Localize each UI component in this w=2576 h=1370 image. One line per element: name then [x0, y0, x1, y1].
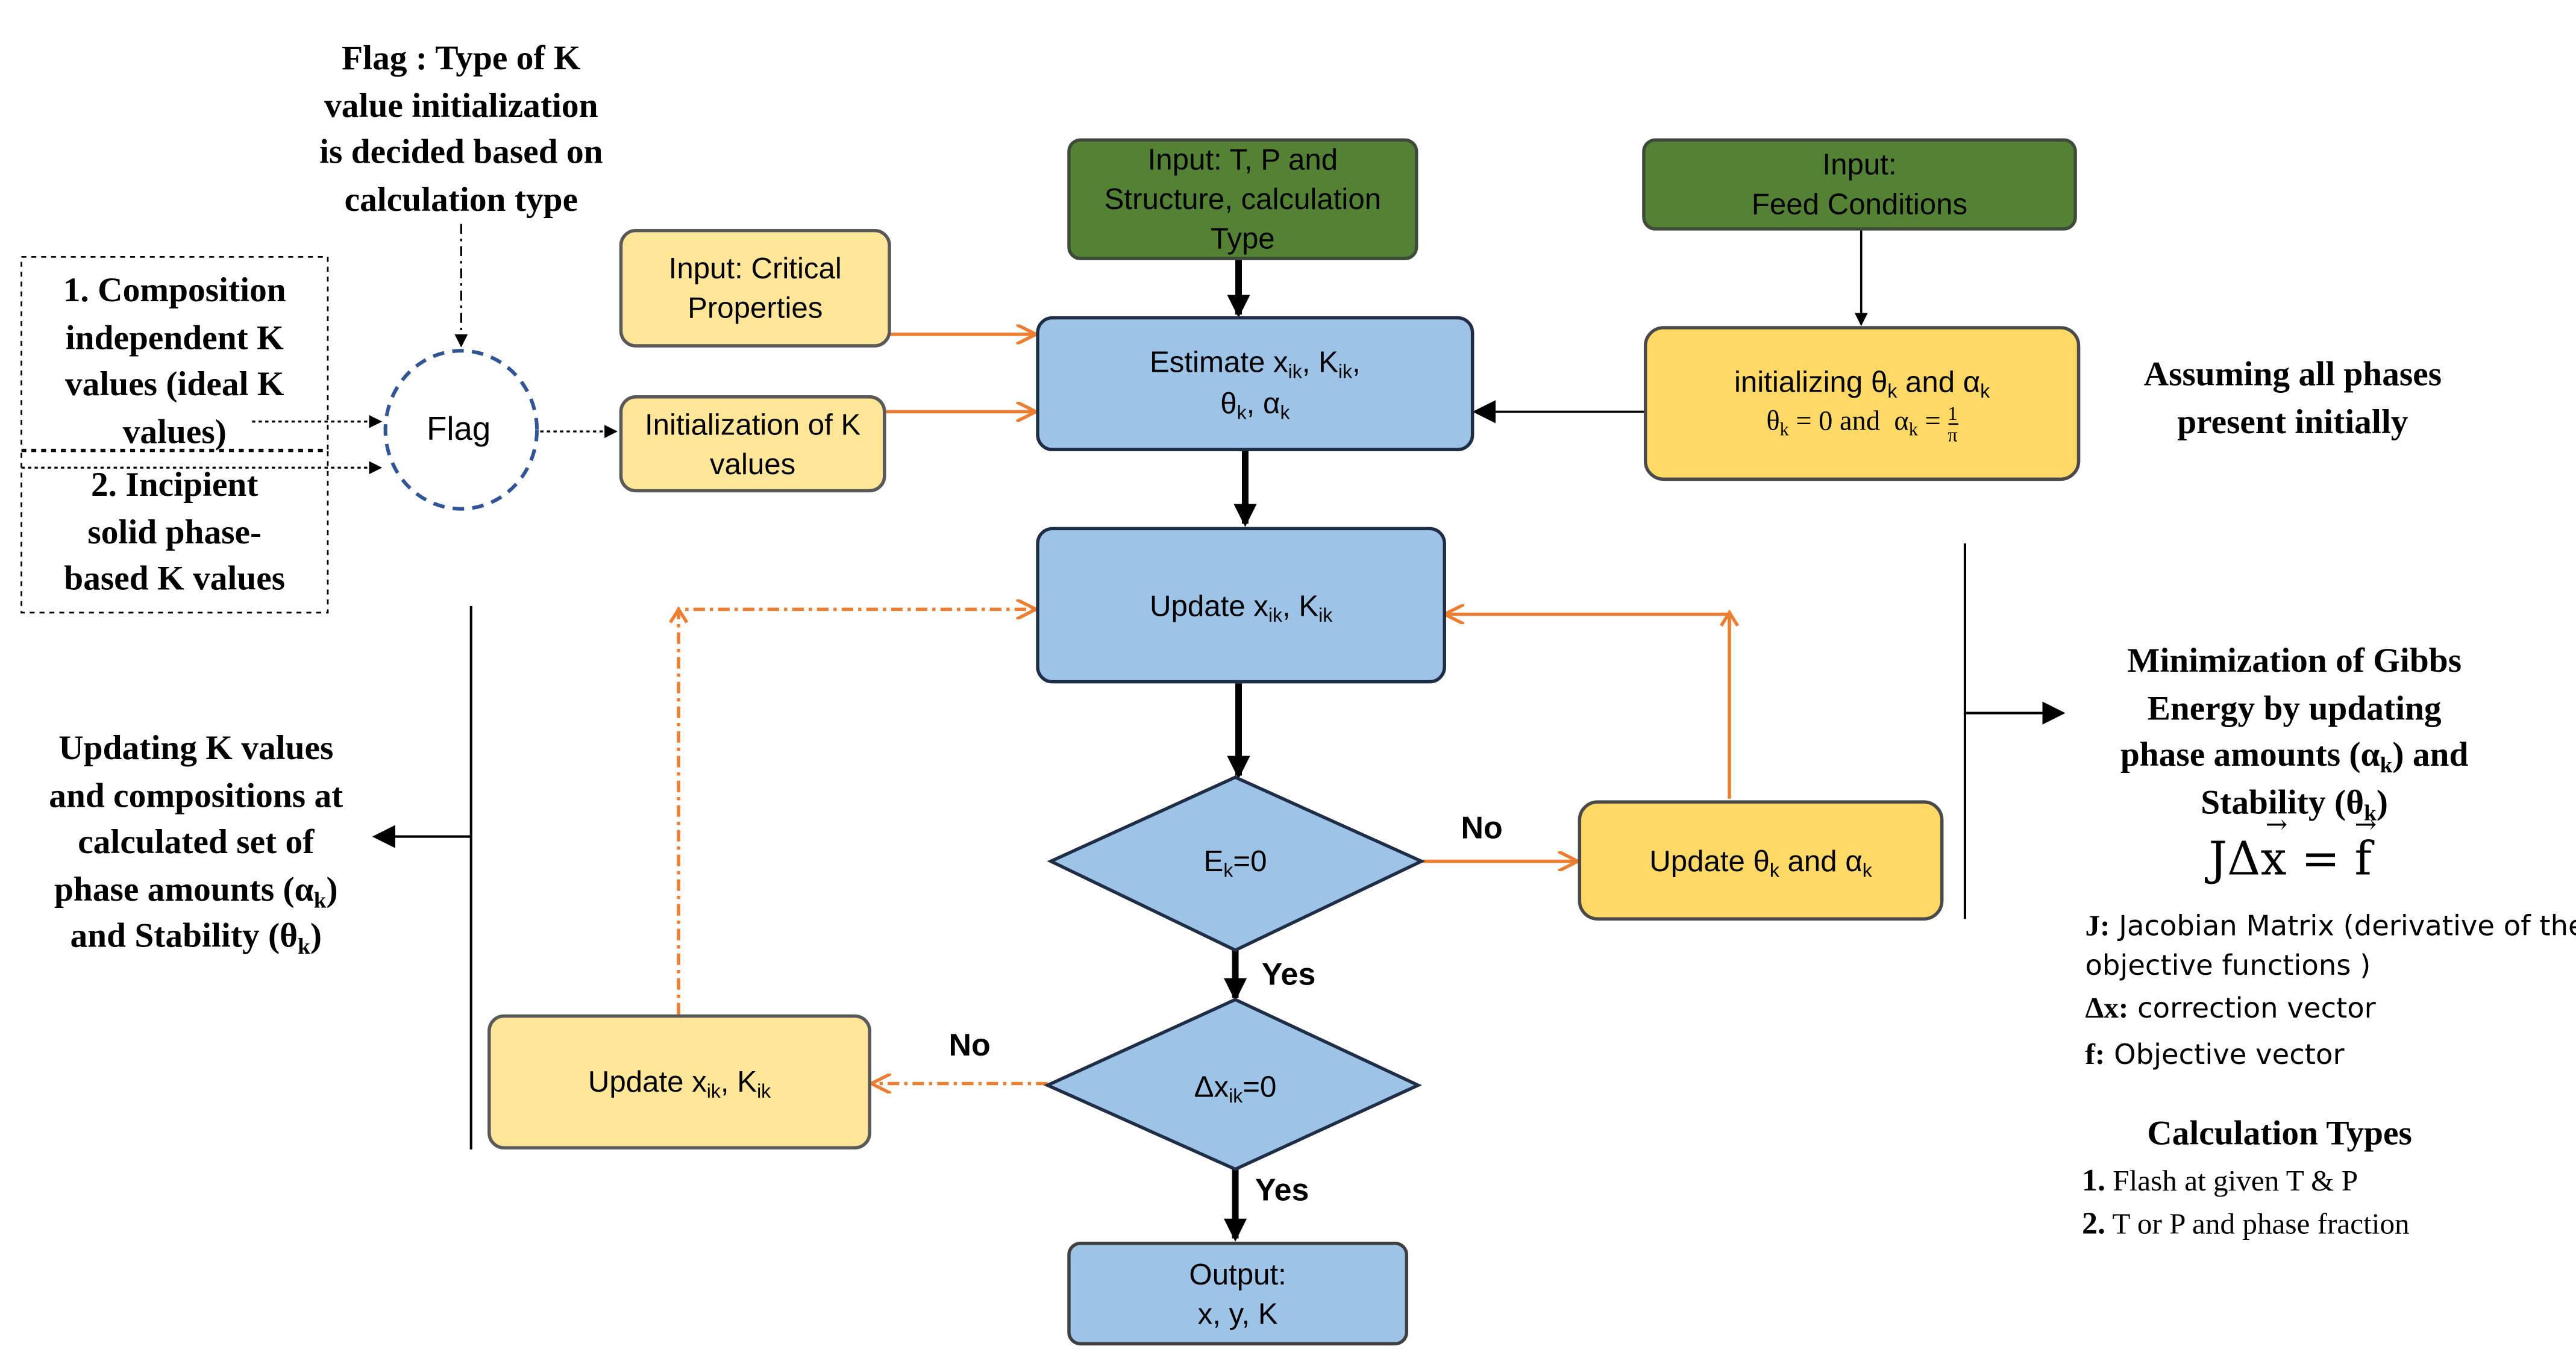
theta-feedback-arrow — [1446, 615, 1731, 799]
option-1-line: values) — [122, 410, 227, 451]
calculation-type-item: 2. T or P and phase fraction — [2082, 1207, 2410, 1243]
flag-note-line: is decided based on — [319, 131, 603, 172]
assuming-line: present initially — [2177, 401, 2408, 441]
minimization-line: Energy by updating — [2147, 687, 2442, 727]
legend-f-text: Objective vector — [2114, 1039, 2345, 1072]
calculation-types-title: Calculation Types — [2147, 1113, 2412, 1153]
legend-f-key: f: — [2085, 1037, 2105, 1071]
estimate-box: Estimate xik, Kik, θk, αk — [1036, 316, 1474, 451]
ek-yes-label: Yes — [1261, 958, 1316, 993]
update-left-text: Update xik, Kik — [588, 1065, 771, 1103]
legend-dx: Δx: correction vector — [2085, 992, 2375, 1026]
dx-decision-diamond — [1043, 998, 1422, 1171]
option-1-line: 1. Composition — [63, 270, 286, 310]
input-critical-box: Input: Critical Properties — [619, 228, 891, 348]
updating-k-line: and Stability (θk) — [70, 915, 322, 959]
option-1-text: 1. Composition independent K values (ide… — [23, 267, 326, 455]
flag-note-line: value initialization — [324, 84, 598, 125]
output-body: x, y, K — [1197, 1296, 1278, 1330]
calculation-type-num: 1. — [2082, 1164, 2105, 1199]
init-k-text: Initialization of K values — [644, 407, 861, 480]
dx-decision-label: Δxik=0 — [1153, 1062, 1317, 1112]
option-1-box — [20, 256, 329, 451]
minimization-note: Minimization of Gibbs Energy by updating… — [2079, 637, 2510, 825]
init-k-box: Initialization of K values — [619, 395, 886, 493]
legend-j2: objective functions ) — [2085, 950, 2371, 983]
estimate-prefix: Estimate — [1149, 346, 1274, 379]
calculation-type-item: 1. Flash at given T & P — [2082, 1165, 2358, 1201]
left-feedback-arrow — [677, 609, 1034, 1015]
dx-decision-text: Δxik=0 — [1194, 1070, 1277, 1108]
legend-j-text: Jacobian Matrix (derivative of the — [2119, 910, 2576, 944]
legend-dx-key: Δx: — [2085, 991, 2129, 1025]
legend-j-text2: objective functions ) — [2085, 950, 2371, 983]
minimization-line: phase amounts (αk) and — [2120, 734, 2469, 778]
updating-k-line: calculated set of — [78, 821, 315, 862]
flag-note: Flag : Type of K value initialization is… — [280, 34, 642, 222]
output-box: Output: x, y, K — [1067, 1241, 1409, 1346]
input-critical-text: Input: Critical Properties — [668, 252, 842, 325]
update-theta-text: Update θk and αk — [1649, 843, 1872, 881]
input-tp-box: Input: T, P and Structure, calculation T… — [1067, 138, 1418, 260]
update-left-box: Update xik, Kik — [487, 1014, 871, 1149]
dx-no-label: No — [948, 1029, 991, 1064]
option-2-box — [20, 450, 329, 614]
output-title: Output: — [1189, 1257, 1286, 1290]
equation: JΔx→ = f→ — [2208, 809, 2377, 886]
option-1-line: independent K — [65, 317, 284, 357]
input-feed-title: Input: — [1822, 148, 1897, 181]
legend-f: f: Objective vector — [2085, 1037, 2344, 1072]
assuming-note: Assuming all phases present initially — [2095, 351, 2490, 445]
minimization-line: Stability (θk) — [2201, 781, 2388, 825]
flag-circle — [383, 349, 539, 511]
minimization-line: Minimization of Gibbs — [2127, 640, 2462, 680]
update-main-text: Update xik, Kik — [1149, 589, 1333, 626]
updating-k-line: and compositions at — [49, 775, 343, 815]
estimate-line2: θk, αk — [1220, 387, 1290, 424]
calculation-type-text: T or P and phase fraction — [2112, 1207, 2410, 1240]
option-2-text: 2. Incipient solid phase- based K values — [23, 461, 326, 602]
calculation-type-text: Flash at given T & P — [2113, 1164, 2358, 1198]
updating-k-line: Updating K values — [58, 728, 334, 768]
ek-decision-diamond — [1047, 775, 1426, 952]
update-main-box: Update xik, Kik — [1036, 527, 1446, 684]
calculation-type-num: 2. — [2082, 1207, 2105, 1242]
ek-decision-label: Ek=0 — [1153, 837, 1317, 886]
option-2-line: solid phase- — [87, 511, 262, 551]
flag-note-line: Flag : Type of K — [342, 37, 581, 78]
input-feed-box: Input: Feed Conditions — [1642, 138, 2077, 231]
initializing-line1: initializing θk and αk — [1734, 366, 1990, 403]
left-feedback-corner-arrow — [669, 606, 689, 624]
ek-no-label: No — [1461, 812, 1503, 846]
theta-feedback-corner-arrow — [1720, 609, 1740, 627]
updating-k-line: phase amounts (αk) — [54, 868, 338, 912]
option-2-line: 2. Incipient — [90, 464, 259, 504]
legend-dx-text: correction vector — [2137, 993, 2376, 1026]
flag-label: Flag — [426, 411, 491, 448]
legend-j: J: Jacobian Matrix (derivative of the — [2085, 909, 2576, 943]
option-2-line: based K values — [64, 558, 286, 598]
updating-k-note: Updating K values and compositions at ca… — [10, 725, 382, 960]
initializing-box: initializing θk and αk θk = 0 and αk = 1… — [1643, 326, 2081, 481]
update-theta-box: Update θk and αk — [1578, 800, 1944, 921]
input-feed-body: Feed Conditions — [1751, 187, 1968, 221]
assuming-line: Assuming all phases — [2143, 354, 2442, 394]
flag-note-line: calculation type — [344, 178, 578, 219]
estimate-line1: Estimate xik, Kik, — [1149, 346, 1361, 383]
option-1-line: values (ideal K — [64, 364, 284, 404]
dx-yes-label: Yes — [1255, 1174, 1309, 1209]
legend-j-key: J: — [2085, 909, 2110, 942]
ek-decision-text: Ek=0 — [1203, 845, 1267, 882]
input-tp-text: Input: T, P and Structure, calculation T… — [1104, 143, 1382, 255]
